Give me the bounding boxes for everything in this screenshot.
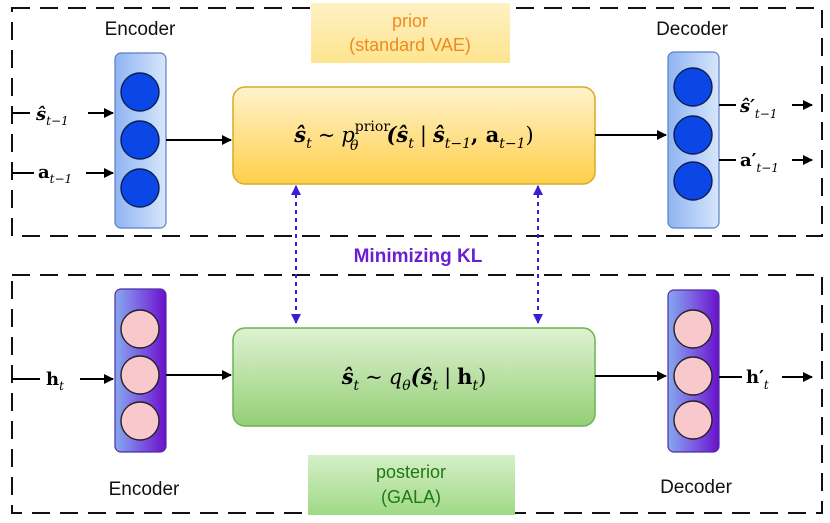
top-output-s-label: ŝ′t−1 [739,96,777,121]
prior-badge-line1: prior [392,11,428,31]
top-output-a-label: a′t−1 [740,150,779,175]
bottom-input-h-label: ht [46,369,64,393]
top-decoder [667,51,720,229]
bottom-encoder [114,288,167,453]
top-decoder-node-2 [673,115,713,155]
bottom-decoder-node-1 [673,309,713,349]
bottom-encoder-label: Encoder [109,479,180,500]
top-encoder-node-1 [120,72,160,112]
top-input-a-label: at−1 [38,162,72,186]
bottom-decoder [667,289,720,453]
posterior-badge [308,455,515,515]
bottom-output-h-label: h′t [746,367,769,392]
bottom-decoder-node-3 [673,400,713,440]
top-encoder [114,52,167,229]
top-input-s-label: ŝt−1 [35,104,69,128]
bottom-encoder-node-3 [120,401,160,441]
bottom-encoder-node-1 [120,309,160,349]
bottom-encoder-node-2 [120,355,160,395]
prior-distribution-box [232,86,596,185]
top-decoder-node-1 [673,67,713,107]
top-decoder-node-3 [673,161,713,201]
bottom-decoder-node-2 [673,356,713,396]
bottom-decoder-label: Decoder [660,477,732,498]
top-encoder-node-3 [120,168,160,208]
prior-badge-line2: (standard VAE) [349,35,471,55]
posterior-formula: ŝt∼qθ(ŝt|ht) [341,364,487,394]
kl-label: Minimizing KL [354,246,483,267]
top-decoder-label: Decoder [656,19,728,40]
top-encoder-node-2 [120,120,160,160]
top-encoder-label: Encoder [105,19,176,40]
prior-badge [311,3,510,63]
posterior-badge-line1: posterior [376,462,446,482]
posterior-badge-line2: (GALA) [381,487,441,507]
posterior-frame [11,274,823,514]
